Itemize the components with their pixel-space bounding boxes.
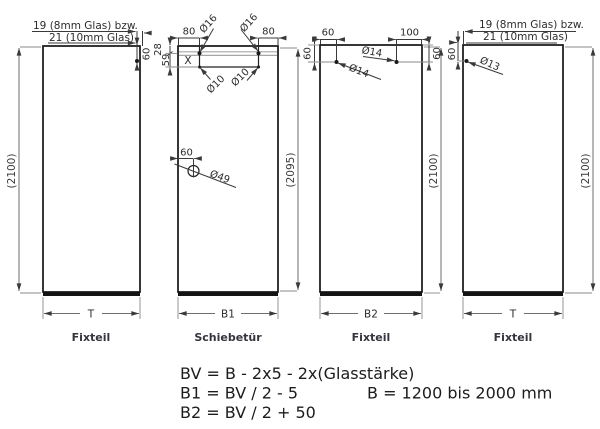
- width-dim-2-label: B1: [221, 309, 235, 321]
- height-dim-panel1: (2100): [6, 46, 41, 294]
- width-dim-1-label: T: [87, 309, 95, 321]
- width-dim-panel3: B2: [319, 297, 423, 321]
- width-dim-4-label: T: [509, 309, 517, 321]
- panel-2-name: Schiebetür: [194, 331, 262, 344]
- p3-dim-60-left-depth: 60: [303, 47, 314, 60]
- formula-b1: B1 = BV / 2 - 5: [180, 384, 298, 403]
- p2-dia-16-left: Ø16: [197, 12, 220, 35]
- height-dim-1-label: (2100): [6, 154, 18, 189]
- panel-4-name: Fixteil: [494, 331, 533, 344]
- panel-fixteil-2: [319, 44, 423, 296]
- height-dim-panel3: (2100): [424, 46, 444, 294]
- p2-dim-28: 28: [153, 43, 164, 56]
- panel-3-name: Fixteil: [352, 331, 391, 344]
- slot-x-mark: X: [184, 55, 191, 67]
- p2-dia-16-right: Ø16: [238, 11, 261, 34]
- formula-block: BV = B - 2x5 - 2x(Glasstärke) B1 = BV / …: [180, 364, 552, 422]
- glass-callout-right: 19 (8mm Glas) bzw. 21 (10mm Glas): [449, 19, 584, 61]
- panel-1-name: Fixteil: [72, 331, 111, 344]
- panel-fixteil-3: [462, 44, 564, 296]
- callout-right-line1: 19 (8mm Glas) bzw.: [479, 19, 584, 31]
- p2-dim-59: 59: [161, 54, 172, 67]
- width-dim-3-label: B2: [364, 309, 378, 321]
- p2-dim-80-left: 80: [183, 27, 196, 38]
- panel-name-labels: Fixteil Schiebetür Fixteil Fixteil: [72, 331, 533, 344]
- glass-callout-left: 19 (8mm Glas) bzw. 21 (10mm Glas): [32, 20, 152, 61]
- panel4-hole-depth-dim: 60: [447, 48, 458, 61]
- panel1-hole-depth-dim: 60: [142, 48, 153, 61]
- p2-dim-80-right: 80: [262, 27, 275, 38]
- panel-fixteil-1: [42, 45, 141, 296]
- height-dim-2-label: (2095): [285, 153, 297, 188]
- p3-dim-100-top: 100: [400, 28, 419, 39]
- panel-schiebetuer: [177, 45, 279, 296]
- height-dim-3-label: (2100): [428, 154, 440, 189]
- width-dim-panel4: T: [462, 297, 564, 321]
- p3-dim-60-top: 60: [322, 28, 335, 39]
- formula-bv: BV = B - 2x5 - 2x(Glasstärke): [180, 364, 414, 383]
- formula-b-range: B = 1200 bis 2000 mm: [367, 384, 552, 403]
- width-dim-panel1: T: [42, 297, 141, 321]
- height-dim-panel2: (2095): [280, 47, 301, 292]
- height-dim-4-label: (2100): [580, 154, 592, 189]
- width-dim-panel2: B1: [177, 297, 279, 321]
- p3-dia-14-right: Ø14: [361, 44, 383, 59]
- p2-circle-offset-dim: 60: [180, 148, 193, 159]
- height-dim-panel4: (2100): [565, 46, 596, 294]
- panel1-hole-detail: 60: [134, 37, 153, 71]
- callout-left-line1: 19 (8mm Glas) bzw.: [33, 20, 138, 32]
- callout-right-line2: 21 (10mm Glas): [483, 31, 568, 43]
- formula-b2: B2 = BV / 2 + 50: [180, 403, 316, 422]
- p3-dim-60-right-depth: 60: [432, 47, 443, 60]
- callout-left-line2: 21 (10mm Glas): [49, 32, 134, 44]
